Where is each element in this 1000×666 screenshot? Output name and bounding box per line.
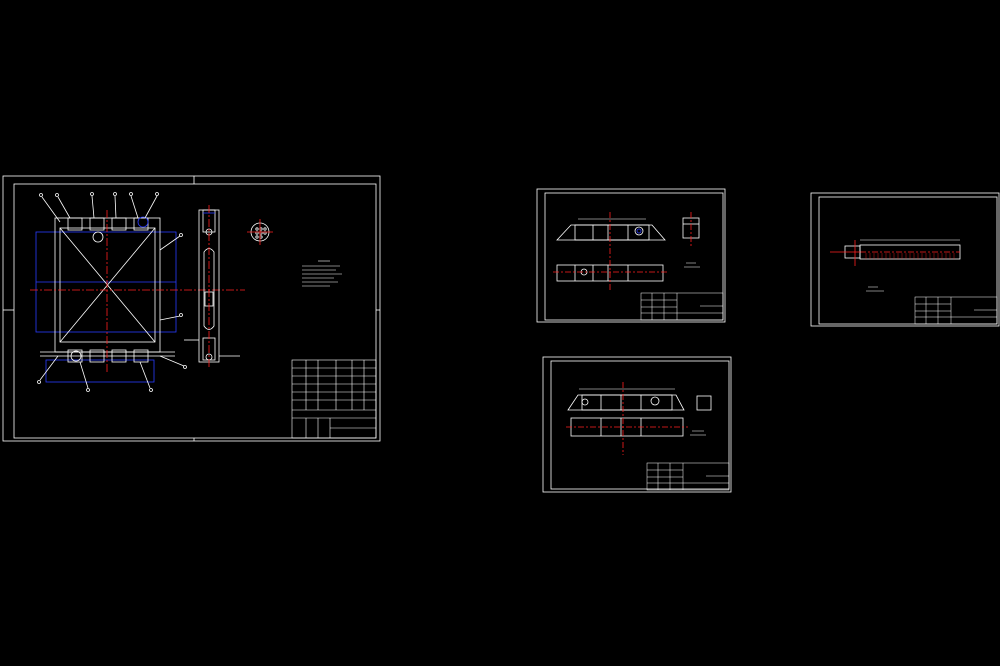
notes (690, 430, 706, 436)
sheet-inner-frame (550, 360, 730, 490)
notes (866, 286, 884, 292)
tank-side-view (696, 395, 712, 411)
title-block (291, 359, 377, 439)
tank-front-view (567, 388, 685, 411)
title-block (646, 462, 730, 491)
technical-notes (302, 260, 342, 287)
sheet-outer-border (542, 356, 732, 493)
centerlines (566, 382, 688, 455)
sheet-outer-border (810, 192, 1000, 327)
side-view-radiator (184, 209, 240, 363)
tank-front-view (556, 218, 666, 241)
core-section-view (830, 239, 961, 266)
title-block (640, 292, 724, 321)
sheet-main-assembly[interactable] (2, 175, 381, 442)
front-view-centerlines (30, 210, 245, 372)
filler-cap-detail (247, 219, 273, 245)
sheet-part-core[interactable] (810, 192, 1000, 327)
sheet-inner-frame (818, 196, 998, 325)
title-block (914, 296, 998, 325)
trim-marks (3, 176, 380, 441)
sheet-inner-frame (13, 183, 377, 439)
sheet-part-lower-tank[interactable] (542, 356, 732, 493)
front-view-radiator (37, 192, 187, 392)
front-view-hidden-outline (35, 231, 177, 383)
core-fins (865, 253, 955, 259)
centerlines (553, 212, 692, 292)
notes (684, 262, 700, 268)
sheet-outer-border (2, 175, 381, 442)
sheet-outer-border (536, 188, 726, 323)
sheet-inner-frame (544, 192, 724, 321)
sheet-part-upper-tank[interactable] (536, 188, 726, 323)
